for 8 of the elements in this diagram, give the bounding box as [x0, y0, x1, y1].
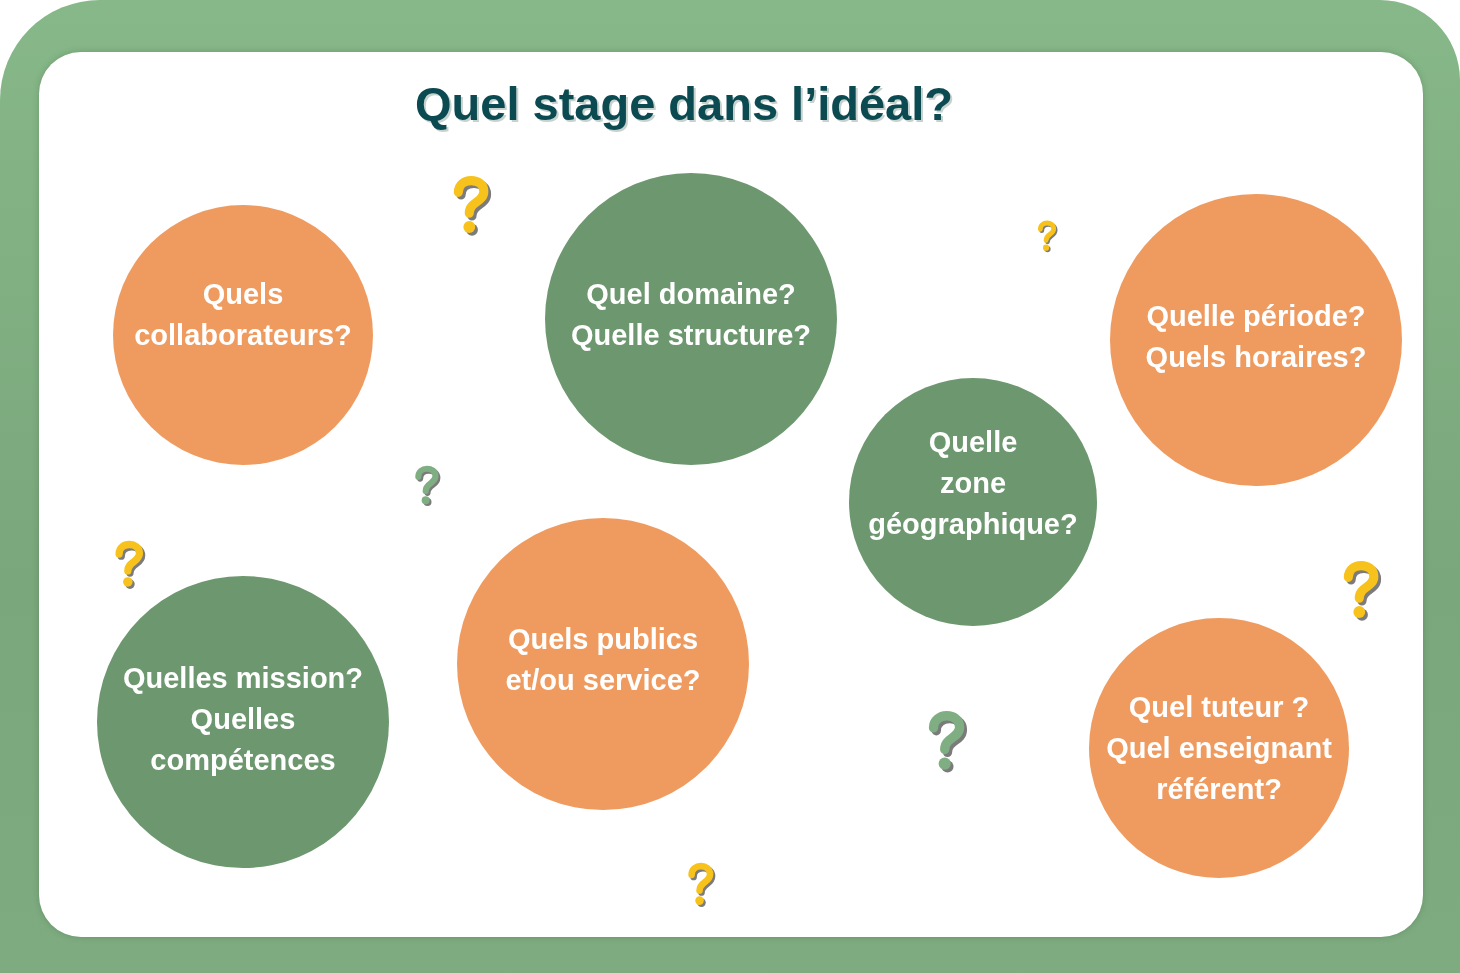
question-text: Quelles mission? Quelles compétences: [121, 660, 365, 778]
question-text: Quel domaine? Quelle structure?: [569, 277, 813, 353]
title: Quel stage dans l’idéal?: [413, 76, 954, 132]
question-text: Quel tuteur ? Quel enseignant référent?: [1105, 689, 1333, 807]
question-text: Quels publics et/ou service?: [504, 622, 702, 698]
question-text: Quelle zone géographique?: [867, 424, 1079, 542]
question-text: Quels collaborateurs?: [133, 277, 353, 353]
question-text: Quelle période? Quels horaires?: [1144, 299, 1368, 375]
